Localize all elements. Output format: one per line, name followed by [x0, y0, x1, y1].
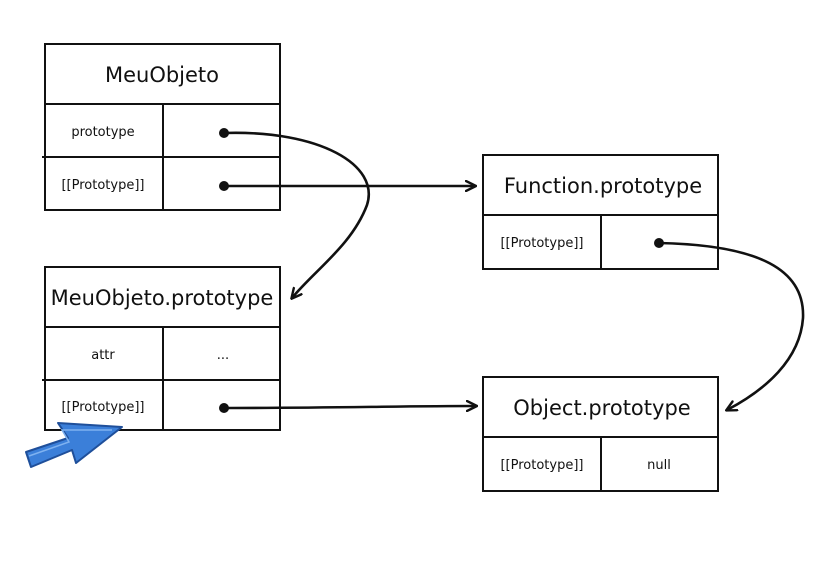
object-prototype-internal-prototype-key: [[Prototype]] — [500, 458, 583, 473]
function-prototype-to-object-prototype-arrow — [658, 241, 805, 410]
function-prototype-title: Function.prototype — [504, 174, 702, 198]
connectors — [219, 128, 805, 413]
object-prototype-null-value: null — [647, 458, 671, 473]
object-prototype-title: Object.prototype — [513, 396, 690, 420]
meuobjeto-box: MeuObjeto prototype [[Prototype]] — [42, 43, 281, 211]
meuobjeto-internal-prototype-key: [[Prototype]] — [61, 178, 144, 193]
attr-key: attr — [91, 348, 115, 363]
meuobjeto-prototype-key: prototype — [71, 125, 134, 140]
meuobjeto-title: MeuObjeto — [105, 63, 219, 87]
object-prototype-box: Object.prototype [[Prototype]] null — [482, 376, 719, 492]
attr-value: ... — [217, 348, 229, 363]
function-prototype-internal-prototype-key: [[Prototype]] — [500, 236, 583, 251]
meuobjeto-to-meuobjeto-prototype-arrow — [223, 131, 370, 298]
meuobjeto-prototype-title: MeuObjeto.prototype — [51, 286, 274, 310]
blue-pointer-arrow-icon — [25, 422, 123, 468]
function-prototype-box: Function.prototype [[Prototype]] — [482, 154, 719, 270]
meuobjeto-prototype-to-object-prototype-arrow — [223, 406, 476, 408]
meuobjeto-prototype-internal-prototype-key: [[Prototype]] — [61, 400, 144, 415]
meuobjeto-prototype-box: MeuObjeto.prototype attr ... [[Prototype… — [42, 266, 281, 431]
